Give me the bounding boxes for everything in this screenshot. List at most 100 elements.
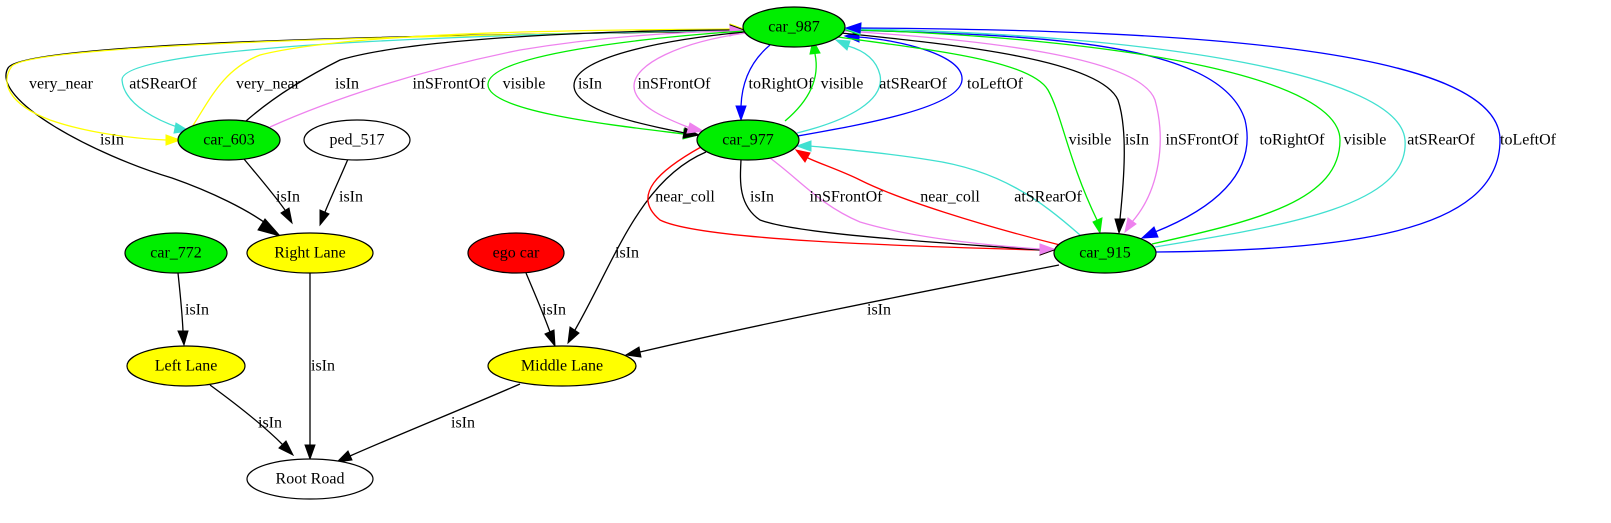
edge-label: atSRearOf [879, 76, 947, 93]
node-ellipse [1053, 232, 1157, 274]
edge-car_987-isIn-car_977: isIn [573, 31, 746, 139]
edge-label: toRightOf [1260, 132, 1326, 149]
edge-car_772-isIn-left_lane: isIn [177, 272, 209, 347]
edge-line [177, 272, 184, 332]
node-ellipse [246, 458, 374, 500]
nodes-layer: car_987 car_603 ped_517 car_977 car_772 Right… [124, 6, 1157, 500]
edge-label: visible [503, 76, 546, 93]
node-label: Right Lane [274, 245, 346, 262]
edge-line [647, 146, 1041, 251]
node-ellipse [696, 119, 800, 161]
node-car-987: car_987 [742, 6, 846, 48]
node-label: car_603 [203, 132, 255, 149]
edge-label: isIn [867, 302, 891, 319]
edge-line [859, 28, 1406, 248]
edge-right_lane-isIn-root_road: isIn [304, 273, 335, 461]
edge-label: isIn [335, 76, 359, 93]
edge-arrowhead [335, 450, 353, 463]
edge-car_987-toRightOf-car_915: toRightOf [844, 29, 1326, 239]
edge-car_915-toLeftOf-car_987: toLeftOf [844, 22, 1557, 253]
edge-label: isIn [185, 302, 209, 319]
node-ellipse [467, 232, 565, 274]
edge-arrowhead [686, 122, 705, 134]
node-right-lane: Right Lane [246, 232, 374, 274]
edge-label: isIn [311, 358, 335, 375]
node-label: Root Road [276, 471, 345, 488]
node-car-603: car_603 [177, 119, 281, 161]
edge-line [324, 158, 349, 213]
node-ellipse [487, 345, 637, 387]
edge-label: isIn [1125, 132, 1149, 149]
edge-car_977-isIn-middle_lane: isIn [567, 151, 707, 345]
edge-arrowhead [1092, 217, 1103, 235]
edge-car_987-inSFrontOf-car_977: inSFrontOf [633, 32, 747, 134]
edge-arrowhead [735, 105, 747, 122]
edge-label: inSFrontOf [810, 189, 884, 206]
edge-line [487, 30, 745, 135]
edge-line [769, 157, 1041, 250]
edge-line [796, 45, 882, 134]
edge-line [859, 27, 1501, 253]
edge-label: isIn [542, 302, 566, 319]
edge-label: isIn [258, 415, 282, 432]
edge-line [639, 264, 1060, 353]
node-ellipse [177, 119, 281, 161]
edge-arrowhead [567, 326, 580, 345]
edge-label: isIn [750, 189, 774, 206]
edge-left_lane-isIn-root_road: isIn [209, 384, 295, 457]
edge-label: toLeftOf [967, 76, 1024, 93]
edge-car_977-visible-car_987: visible [784, 38, 863, 122]
edge-arrowhead [257, 218, 282, 237]
edge-arrowhead [834, 39, 851, 51]
node-label: ped_517 [329, 132, 384, 149]
edge-label: isIn [339, 189, 363, 206]
edge-label: very_near [29, 76, 94, 93]
edge-label: inSFrontOf [638, 76, 712, 93]
edge-car_603-isIn-right_lane: isIn [243, 158, 300, 225]
node-car-977: car_977 [696, 119, 800, 161]
edge-arrowhead [1140, 226, 1159, 239]
edge-car_915-near_coll-car_977: near_coll [794, 149, 1061, 246]
edge-car_915-atSRearOf-car_977: atSRearOf [795, 140, 1082, 236]
node-ped-517: ped_517 [303, 119, 411, 161]
node-label: car_915 [1079, 245, 1131, 262]
node-ellipse [742, 6, 846, 48]
edge-line [189, 28, 731, 131]
node-root-road: Root Road [246, 458, 374, 500]
edge-car_603-very_near-car_987: very_near [189, 23, 746, 131]
node-ellipse [124, 232, 228, 274]
edge-label: atSRearOf [1014, 189, 1082, 206]
edge-line [243, 158, 286, 211]
node-left-lane: Left Lane [126, 345, 246, 387]
edge-line [809, 145, 1081, 236]
edge-arrowhead [794, 149, 811, 163]
edge-car_977-isIn-car_915: isIn [739, 159, 1056, 256]
node-label: car_977 [722, 132, 774, 149]
edge-arrowhead [319, 209, 330, 227]
node-ellipse [303, 119, 411, 161]
edge-arrowhead [795, 140, 812, 152]
edge-label: very_near [236, 76, 301, 93]
edge-label: near_coll [655, 189, 715, 206]
edge-arrowhead [544, 329, 556, 348]
edge-label: isIn [615, 245, 639, 262]
edge-line [837, 36, 1098, 221]
edge-car_987-isIn-car_915: isIn [840, 32, 1149, 235]
edge-line [574, 151, 707, 331]
edge-label: isIn [276, 189, 300, 206]
edge-car_987-toRightOf-car_977: toRightOf [735, 44, 814, 122]
edge-arrowhead [1114, 218, 1126, 235]
edge-car_977-inSFrontOf-car_915: inSFrontOf [769, 157, 1056, 255]
node-label: Middle Lane [521, 358, 603, 375]
edge-label: inSFrontOf [1166, 132, 1240, 149]
node-ellipse [246, 232, 374, 274]
node-label: car_772 [150, 245, 202, 262]
edge-line [245, 29, 731, 122]
edge-arrowhead [304, 444, 316, 461]
edge-line [805, 156, 1061, 246]
edge-arrowhead [280, 207, 293, 225]
edge-label: atSRearOf [1407, 132, 1475, 149]
edge-car_987-inSFrontOf-car_915: inSFrontOf [842, 30, 1240, 234]
